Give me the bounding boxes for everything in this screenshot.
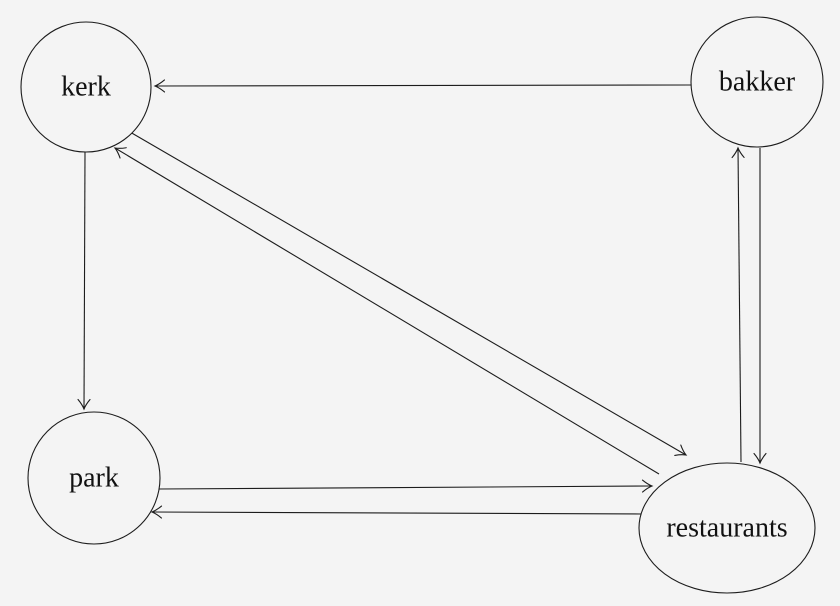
edge-restaurants-to-bakker: [731, 146, 745, 463]
node-bakker: bakker: [690, 16, 824, 148]
node-park: park: [27, 411, 161, 545]
edge-bakker-to-kerk: [153, 79, 692, 93]
node-layer: kerk bakker park restaurants: [20, 16, 824, 594]
node-restaurants-ellipse: [638, 462, 816, 594]
edge-restaurants-to-park: [150, 505, 642, 519]
node-park-label: park: [69, 463, 119, 494]
node-kerk: kerk: [20, 21, 152, 153]
node-park-circle: [27, 411, 161, 545]
node-restaurants-label: restaurants: [666, 513, 787, 544]
edge-kerk-to-park: [77, 151, 91, 411]
edge-kerk-to-restaurants: [129, 131, 688, 456]
node-bakker-label: bakker: [719, 67, 796, 98]
node-kerk-circle: [20, 21, 152, 153]
edge-park-to-restaurants: [158, 479, 654, 493]
edge-layer: [77, 79, 767, 519]
node-kerk-label: kerk: [61, 72, 111, 103]
node-bakker-circle: [690, 16, 824, 148]
node-restaurants: restaurants: [638, 462, 816, 594]
edge-restaurants-to-kerk: [113, 147, 660, 475]
